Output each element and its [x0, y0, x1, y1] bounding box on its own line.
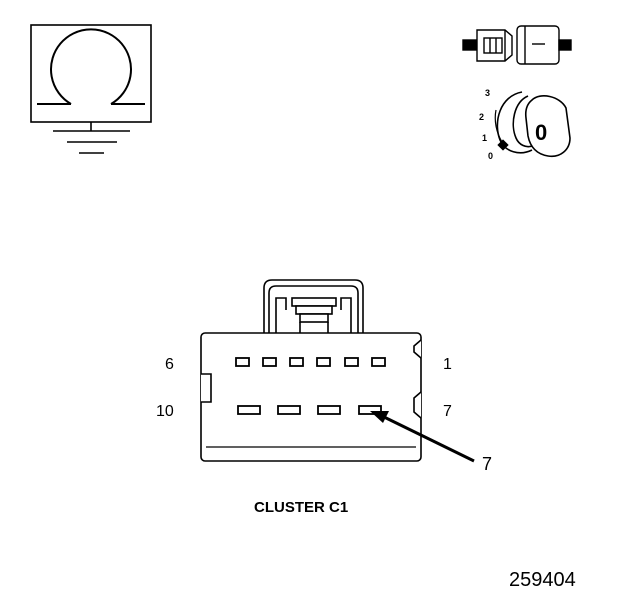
pin-label-6: 6 [165, 356, 174, 373]
cavity-9 [277, 405, 301, 415]
callout-label: 7 [482, 454, 492, 474]
cavity-5 [262, 357, 277, 367]
figure-number: 259404 [509, 569, 576, 591]
key-position-1: 1 [482, 133, 487, 143]
cavity-2 [344, 357, 359, 367]
ground-omega-icon [30, 24, 152, 154]
key-position-3: 3 [485, 88, 490, 98]
key-position-0: 0 [488, 151, 493, 161]
inline-connector-icon [462, 25, 572, 65]
connector-top-row-cavities [235, 357, 386, 367]
cavity-10 [237, 405, 261, 415]
cavity-4 [289, 357, 304, 367]
cavity-3 [316, 357, 331, 367]
key-head-label: 0 [535, 120, 547, 145]
pin-label-7: 7 [443, 403, 452, 420]
pin-label-10: 10 [156, 403, 174, 420]
key-position-2: 2 [479, 112, 484, 122]
callout-arrow [370, 411, 475, 463]
connector-c1 [200, 279, 422, 462]
cavity-1 [371, 357, 386, 367]
connector-bottom-row-cavities [237, 405, 382, 415]
pin-label-1: 1 [443, 356, 452, 373]
cavity-7 [358, 405, 382, 415]
ignition-key-icon: 3 2 1 0 0 [479, 88, 571, 161]
connector-title: CLUSTER C1 [254, 499, 348, 516]
cavity-6 [235, 357, 250, 367]
cavity-8 [317, 405, 341, 415]
